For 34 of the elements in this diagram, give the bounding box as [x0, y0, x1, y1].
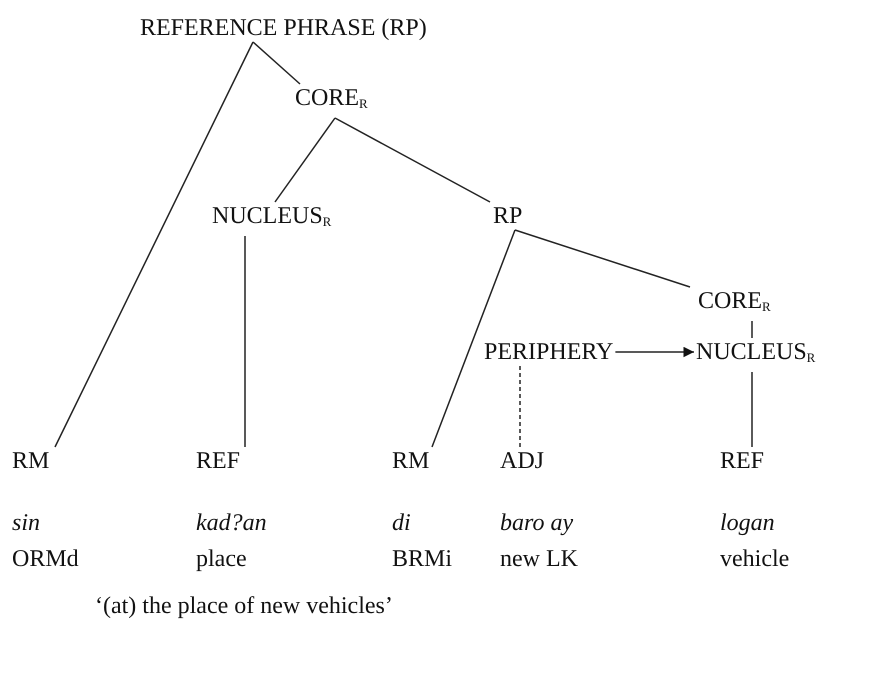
branch-line [54, 42, 254, 448]
node-label: CORE$_{R}$ [698, 287, 771, 321]
gloss: BRMi [392, 545, 452, 573]
phrase-label: REFERENCE PHRASE (RP) [140, 14, 427, 42]
word-form: logan [720, 509, 775, 537]
branch-line [252, 41, 300, 85]
word-form: kad?an [196, 509, 267, 537]
leaf-label: RM [12, 447, 50, 475]
gloss: place [196, 545, 247, 573]
dashed-branch-line [519, 366, 521, 447]
branch-line [514, 229, 690, 288]
branch-line [751, 372, 753, 447]
leaf-label: REF [196, 447, 240, 475]
branch-line [244, 236, 246, 447]
gloss: vehicle [720, 545, 790, 573]
node-label: RP [493, 202, 522, 230]
gloss: ORMd [12, 545, 79, 573]
node-label: CORE$_{R}$ [295, 84, 368, 118]
leaf-label: RM [392, 447, 430, 475]
arrow [615, 346, 694, 358]
word-form: di [392, 509, 411, 537]
branch-line [431, 230, 516, 448]
leaf-label: REF [720, 447, 764, 475]
branch-line [274, 118, 336, 202]
node-label: NUCLEUS$_{R}$ [696, 338, 816, 372]
leaf-label: ADJ [500, 447, 544, 475]
gloss: new LK [500, 545, 578, 573]
node-label: PERIPHERY [484, 338, 614, 366]
branch-line [751, 321, 753, 338]
translation-caption: ‘(at) the place of new vehicles’ [95, 592, 393, 620]
branch-line [334, 117, 490, 203]
word-form: sin [12, 509, 40, 537]
word-form: baro ay [500, 509, 574, 537]
node-label: NUCLEUS$_{R}$ [212, 202, 332, 236]
